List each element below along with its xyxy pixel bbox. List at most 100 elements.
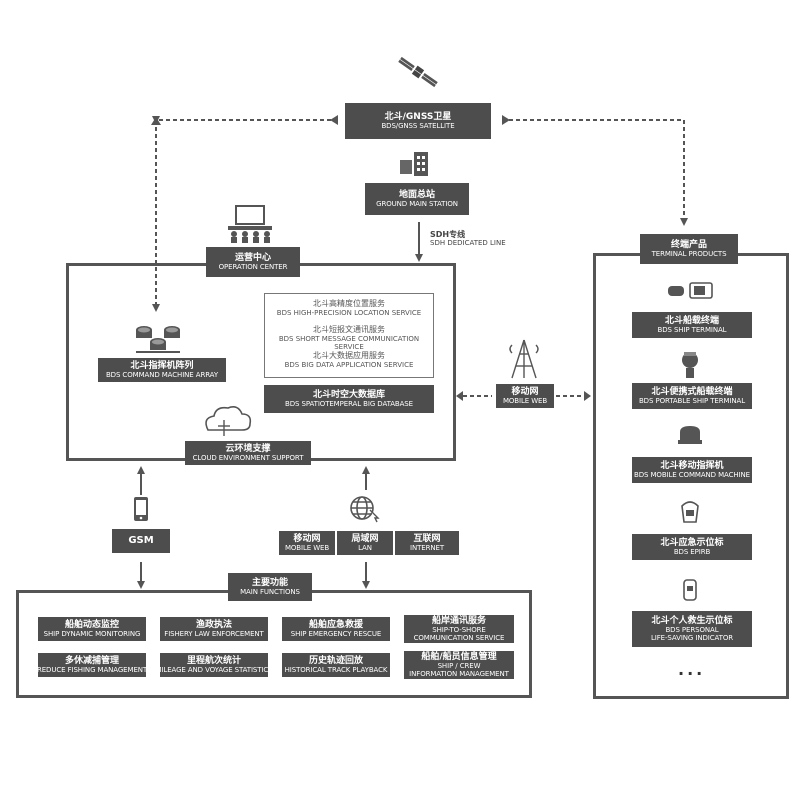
command-array-en: BDS COMMAND MACHINE ARRAY — [105, 371, 219, 380]
portable-terminal-icon — [682, 352, 698, 378]
terminal-en: BDS SHIP TERMINAL — [657, 326, 727, 335]
personal-indicator-icon — [683, 579, 697, 601]
dashed-link-satellite-command — [152, 116, 338, 312]
function-cn: 里程航次统计 — [186, 655, 241, 666]
more-indicator: ... — [678, 660, 706, 679]
phone-icon — [134, 497, 148, 521]
operation-center-label: 运营中心 OPERATION CENTER — [206, 247, 300, 277]
terminal-products-en: TERMINAL PRODUCTS — [651, 250, 727, 259]
ground-station-label: 地面总站 GROUND MAIN STATION — [365, 183, 469, 215]
network-cn: 局域网 — [351, 533, 379, 544]
service-item: 北斗大数据应用服务 BDS BIG DATA APPLICATION SERVI… — [265, 351, 433, 369]
terminal-cn: 北斗移动指挥机 — [660, 460, 724, 471]
mobile-web-right-label: 移动网 MOBILE WEB — [496, 384, 554, 408]
tower-icon — [509, 339, 539, 379]
main-functions-frame — [16, 590, 532, 698]
function-en: MILEAGE AND VOYAGE STATISTICS — [160, 666, 268, 675]
function-item: 船岸通讯服务 SHIP-TO-SHORE COMMUNICATION SERVI… — [404, 615, 514, 643]
function-cn: 船舶/船员信息管理 — [421, 651, 497, 662]
globe-icon — [350, 496, 380, 523]
network-mobile-web: 移动网 MOBILE WEB — [279, 531, 335, 555]
service-en: BDS HIGH-PRECISION LOCATION SERVICE — [276, 308, 422, 317]
gsm-text: GSM — [128, 535, 154, 547]
terminal-en: BDS PORTABLE SHIP TERMINAL — [638, 397, 746, 406]
function-cn: 船舶动态监控 — [64, 619, 119, 630]
terminal-cn: 北斗应急示位标 — [660, 537, 724, 548]
terminal-en: BDS MOBILE COMMAND MACHINE — [634, 471, 750, 480]
dashed-link-mobile-web — [456, 391, 591, 401]
ground-station-icon — [400, 152, 428, 176]
terminal-item: 北斗个人救生示位标 BDS PERSONAL LIFE-SAVING INDIC… — [632, 611, 752, 647]
terminal-en: BDS PERSONAL — [665, 626, 719, 635]
function-en: SHIP EMERGENCY RESCUE — [290, 630, 382, 639]
network-cn: 移动网 — [293, 533, 321, 544]
cloud-cn: 云环境支撑 — [225, 443, 271, 454]
ship-terminal-icon — [668, 282, 713, 299]
satellite-icon — [398, 56, 438, 88]
function-cn: 多休减捕管理 — [64, 655, 119, 666]
main-functions-en: MAIN FUNCTIONS — [240, 588, 300, 597]
service-cn: 北斗大数据应用服务 — [313, 351, 385, 360]
service-en: BDS SHORT MESSAGE COMMUNICATION SERVICE — [278, 334, 420, 351]
command-array-icon — [136, 326, 180, 353]
main-functions-cn: 主要功能 — [251, 577, 288, 588]
function-en: SHIP DYNAMIC MONITORING — [43, 630, 141, 639]
function-cn: 船舶应急救援 — [308, 619, 363, 630]
terminal-item: 北斗应急示位标 BDS EPIRB — [632, 534, 752, 560]
cloud-label: 云环境支撑 CLOUD ENVIRONMENT SUPPORT — [185, 441, 311, 465]
function-cn: 船岸通讯服务 — [431, 615, 486, 626]
function-en: HISTORICAL TRACK PLAYBACK — [284, 666, 388, 675]
terminal-item: 北斗便携式船载终端 BDS PORTABLE SHIP TERMINAL — [632, 383, 752, 409]
function-en: SHIP-TO-SHORE — [432, 626, 486, 635]
network-en: MOBILE WEB — [284, 544, 330, 553]
mobile-command-icon — [678, 426, 702, 444]
database-label: 北斗时空大数据库 BDS SPATIOTEMPERAL BIG DATABASE — [264, 385, 434, 413]
terminal-products-label: 终端产品 TERMINAL PRODUCTS — [640, 234, 738, 264]
terminal-item: 北斗移动指挥机 BDS MOBILE COMMAND MACHINE — [632, 457, 752, 483]
function-item: 渔政执法 FISHERY LAW ENFORCEMENT — [160, 617, 268, 641]
service-cn: 北斗高精度位置服务 — [313, 299, 385, 308]
services-box: 北斗高精度位置服务 BDS HIGH-PRECISION LOCATION SE… — [264, 293, 434, 378]
terminal-cn: 北斗船载终端 — [664, 315, 719, 326]
terminal-en: BDS EPIRB — [673, 548, 711, 557]
epirb-icon — [681, 501, 699, 523]
ground-station-en: GROUND MAIN STATION — [376, 200, 458, 209]
dashed-link-satellite-terminal — [502, 119, 688, 226]
function-item: 船舶/船员信息管理 SHIP / CREW INFORMATION MANAGE… — [404, 651, 514, 679]
sdh-en: SDH DEDICATED LINE — [430, 239, 506, 248]
operation-center-icon — [228, 205, 272, 243]
function-item: 船舶动态监控 SHIP DYNAMIC MONITORING — [38, 617, 146, 641]
function-en: SHIP / CREW — [437, 662, 481, 671]
main-functions-label: 主要功能 MAIN FUNCTIONS — [228, 573, 312, 601]
gsm-label: GSM — [112, 529, 170, 553]
database-cn: 北斗时空大数据库 — [312, 389, 385, 400]
operation-center-en: OPERATION CENTER — [218, 263, 288, 272]
function-cn: 渔政执法 — [195, 619, 232, 630]
satellite-label: 北斗/GNSS卫星 BDS/GNSS SATELLITE — [345, 103, 491, 139]
network-lan: 局域网 LAN — [337, 531, 393, 555]
service-item: 北斗高精度位置服务 BDS HIGH-PRECISION LOCATION SE… — [265, 299, 433, 317]
service-cn: 北斗短报文通讯服务 — [313, 325, 385, 334]
ground-station-cn: 地面总站 — [398, 189, 435, 200]
function-item: 历史轨迹回放 HISTORICAL TRACK PLAYBACK — [282, 653, 390, 677]
database-en: BDS SPATIOTEMPERAL BIG DATABASE — [285, 400, 413, 409]
network-en: INTERNET — [410, 544, 444, 553]
satellite-en: BDS/GNSS SATELLITE — [381, 122, 455, 131]
function-en2: INFORMATION MANAGEMENT — [409, 670, 509, 679]
network-en: LAN — [358, 544, 372, 553]
terminal-cn: 北斗个人救生示位标 — [651, 615, 733, 626]
terminal-item: 北斗船载终端 BDS SHIP TERMINAL — [632, 312, 752, 338]
function-en: REDUCE FISHING MANAGEMENT — [38, 666, 146, 675]
terminal-cn: 北斗便携式船载终端 — [651, 386, 733, 397]
command-array-label: 北斗指挥机阵列 BDS COMMAND MACHINE ARRAY — [98, 358, 226, 382]
network-internet: 互联网 INTERNET — [395, 531, 459, 555]
operation-center-cn: 运营中心 — [234, 252, 271, 263]
function-en: FISHERY LAW ENFORCEMENT — [164, 630, 264, 639]
function-item: 多休减捕管理 REDUCE FISHING MANAGEMENT — [38, 653, 146, 677]
terminal-en2: LIFE-SAVING INDICATOR — [650, 634, 734, 643]
function-item: 里程航次统计 MILEAGE AND VOYAGE STATISTICS — [160, 653, 268, 677]
service-en: BDS BIG DATA APPLICATION SERVICE — [284, 360, 414, 369]
function-en2: COMMUNICATION SERVICE — [413, 634, 505, 643]
terminal-products-cn: 终端产品 — [670, 239, 707, 250]
